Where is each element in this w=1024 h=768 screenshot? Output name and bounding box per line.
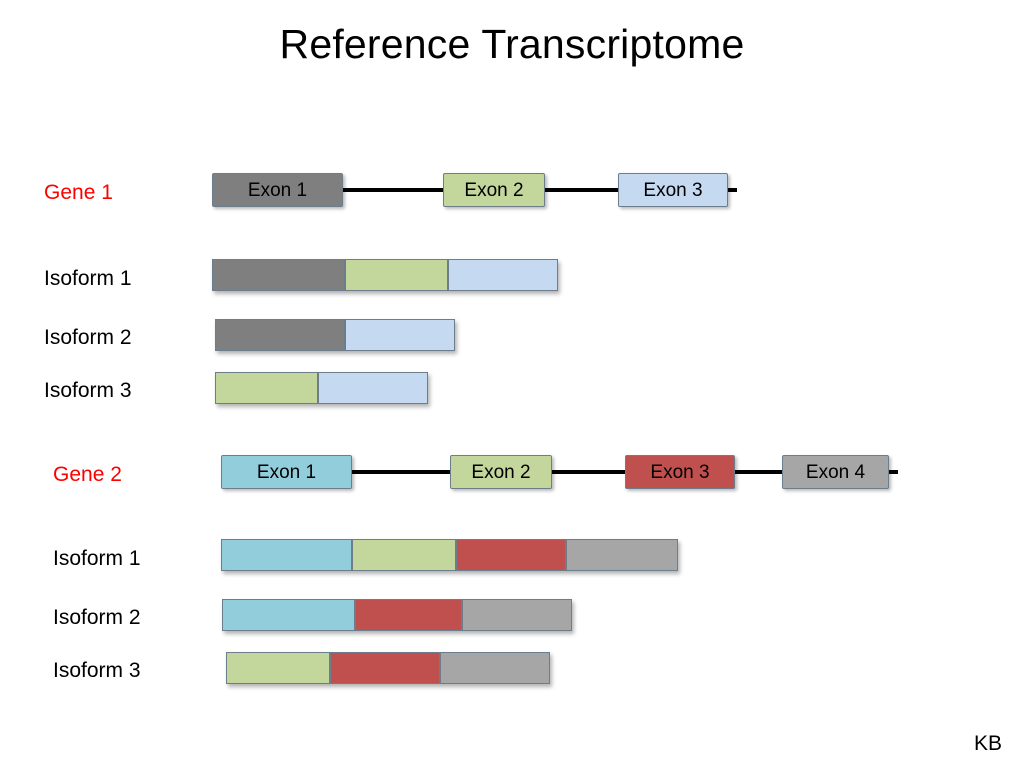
isoform-segment-exon-2[interactable] xyxy=(226,652,330,684)
intron-line-gene-1-2 xyxy=(545,188,618,192)
intron-line-gene-2-1 xyxy=(352,470,450,474)
isoform-segment-exon-2[interactable] xyxy=(345,259,448,291)
isoform-bar-gene-1-isoform-3[interactable] xyxy=(215,372,428,404)
gene-label-gene-2-4: Gene 2 xyxy=(53,463,122,486)
isoform-label-isoform-1-5: Isoform 1 xyxy=(53,547,141,570)
isoform-label-isoform-3-7: Isoform 3 xyxy=(53,659,141,682)
isoform-label-isoform-2-2: Isoform 2 xyxy=(44,326,132,349)
exon-box-label: Exon 3 xyxy=(650,461,710,483)
isoform-bar-gene-2-isoform-1[interactable] xyxy=(221,539,678,571)
isoform-segment-exon-1[interactable] xyxy=(215,319,345,351)
exon-box-gene-2-exon-1[interactable]: Exon 1 xyxy=(221,455,352,489)
gene-label-gene-1-0: Gene 1 xyxy=(44,181,113,204)
exon-box-label: Exon 3 xyxy=(643,179,703,201)
isoform-segment-exon-2[interactable] xyxy=(352,539,456,571)
isoform-segment-exon-1[interactable] xyxy=(212,259,345,291)
isoform-segment-exon-1[interactable] xyxy=(222,599,355,631)
exon-box-gene-2-exon-3[interactable]: Exon 3 xyxy=(625,455,735,489)
exon-box-label: Exon 1 xyxy=(256,461,317,483)
isoform-bar-gene-1-isoform-1[interactable] xyxy=(212,259,558,291)
isoform-segment-exon-4[interactable] xyxy=(440,652,550,684)
isoform-label-isoform-1-1: Isoform 1 xyxy=(44,267,132,290)
exon-box-gene-1-exon-3[interactable]: Exon 3 xyxy=(618,173,728,207)
isoform-segment-exon-3[interactable] xyxy=(448,259,558,291)
intron-line-gene-2-3 xyxy=(735,470,782,474)
isoform-bar-gene-2-isoform-3[interactable] xyxy=(226,652,550,684)
exon-box-label: Exon 1 xyxy=(247,179,308,201)
footer-initials: KB xyxy=(973,732,1002,755)
exon-box-gene-2-exon-4[interactable]: Exon 4 xyxy=(782,455,889,489)
isoform-segment-exon-3[interactable] xyxy=(330,652,440,684)
exon-box-gene-2-exon-2[interactable]: Exon 2 xyxy=(450,455,552,489)
isoform-bar-gene-1-isoform-2[interactable] xyxy=(215,319,455,351)
isoform-segment-exon-3[interactable] xyxy=(345,319,455,351)
exon-box-gene-1-exon-1[interactable]: Exon 1 xyxy=(212,173,343,207)
intron-line-gene-1-1 xyxy=(343,188,443,192)
isoform-segment-exon-3[interactable] xyxy=(456,539,566,571)
exon-box-label: Exon 2 xyxy=(471,461,531,483)
isoform-segment-exon-3[interactable] xyxy=(318,372,428,404)
exon-box-gene-1-exon-2[interactable]: Exon 2 xyxy=(443,173,545,207)
gene-end-tick-gene-2 xyxy=(889,470,898,474)
isoform-label-isoform-3-3: Isoform 3 xyxy=(44,379,132,402)
exon-box-label: Exon 4 xyxy=(805,461,866,483)
gene-track-gene-1: Exon 1 Exon 2 Exon 3 xyxy=(212,173,737,207)
intron-line-gene-2-2 xyxy=(552,470,625,474)
isoform-label-isoform-2-6: Isoform 2 xyxy=(53,606,141,629)
isoform-segment-exon-3[interactable] xyxy=(355,599,462,631)
isoform-bar-gene-2-isoform-2[interactable] xyxy=(222,599,572,631)
gene-end-tick-gene-1 xyxy=(728,188,737,192)
isoform-segment-exon-1[interactable] xyxy=(221,539,352,571)
isoform-segment-exon-4[interactable] xyxy=(566,539,678,571)
page-title: Reference Transcriptome xyxy=(279,21,745,67)
gene-track-gene-2: Exon 1 Exon 2 Exon 3 Exon 4 xyxy=(221,455,898,489)
isoform-segment-exon-2[interactable] xyxy=(215,372,318,404)
exon-box-label: Exon 2 xyxy=(464,179,524,201)
isoform-segment-exon-4[interactable] xyxy=(462,599,572,631)
